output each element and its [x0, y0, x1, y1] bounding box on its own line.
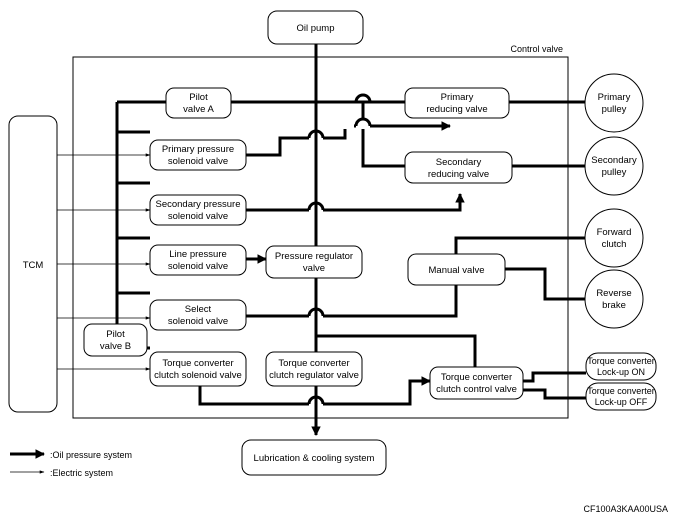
legend: :Oil pressure system :Electric system — [10, 449, 132, 478]
reverse-brake-circle: Reverse brake — [584, 269, 644, 329]
svg-text:Line pressure: Line pressure — [169, 249, 227, 260]
svg-text:Secondary: Secondary — [436, 157, 482, 168]
svg-text:Torque converter: Torque converter — [587, 386, 655, 396]
image-code-label: CF100A3KAA00USA — [583, 504, 668, 514]
secondary-pulley-circle: Secondary pulley — [584, 136, 644, 196]
svg-text:reducing valve: reducing valve — [426, 104, 487, 115]
svg-text:Oil pump: Oil pump — [296, 23, 334, 34]
secondary-reducing-valve-box: Secondary reducing valve — [404, 151, 513, 184]
svg-text:Torque converter: Torque converter — [441, 372, 512, 383]
lockup-on-box: Torque converter Lock-up ON — [585, 352, 657, 381]
svg-text:Forward: Forward — [597, 227, 632, 238]
svg-text::Electric system: :Electric system — [50, 468, 113, 478]
svg-text:solenoid valve: solenoid valve — [168, 261, 228, 272]
svg-text:Lubrication & cooling system: Lubrication & cooling system — [254, 453, 375, 464]
manual-valve-box: Manual valve — [407, 253, 506, 286]
primary-reducing-valve-box: Primary reducing valve — [404, 87, 510, 119]
svg-text:valve A: valve A — [183, 104, 214, 115]
svg-text:Torque converter: Torque converter — [587, 356, 655, 366]
tcc-control-valve-box: Torque converter clutch control valve — [429, 366, 524, 400]
svg-text:Secondary pressure: Secondary pressure — [155, 199, 240, 210]
svg-text:solenoid valve: solenoid valve — [168, 156, 228, 167]
svg-text:clutch control valve: clutch control valve — [436, 384, 517, 395]
svg-text:clutch: clutch — [602, 239, 627, 250]
svg-text:clutch solenoid valve: clutch solenoid valve — [154, 370, 242, 381]
svg-text:clutch regulator valve: clutch regulator valve — [269, 370, 359, 381]
svg-text:Primary: Primary — [441, 92, 474, 103]
svg-text:Pressure regulator: Pressure regulator — [275, 251, 353, 262]
svg-text:Select: Select — [185, 304, 212, 315]
svg-text:Pilot: Pilot — [106, 329, 125, 340]
svg-text:Secondary: Secondary — [591, 155, 637, 166]
svg-text:Reverse: Reverse — [596, 288, 631, 299]
svg-text:Primary pressure: Primary pressure — [162, 144, 234, 155]
tcc-solenoid-box: Torque converter clutch solenoid valve — [149, 351, 247, 387]
line-pressure-solenoid-box: Line pressure solenoid valve — [149, 244, 247, 276]
svg-text:valve B: valve B — [100, 341, 131, 352]
pressure-regulator-box: Pressure regulator valve — [265, 245, 363, 279]
svg-text:Primary: Primary — [598, 92, 631, 103]
svg-text:TCM: TCM — [23, 260, 44, 271]
svg-text:Lock-up ON: Lock-up ON — [597, 367, 645, 377]
electric-lines — [57, 153, 151, 371]
primary-pulley-circle: Primary pulley — [584, 73, 644, 133]
lockup-off-box: Torque converter Lock-up OFF — [585, 382, 657, 411]
svg-text:brake: brake — [602, 300, 626, 311]
select-solenoid-box: Select solenoid valve — [149, 299, 247, 331]
tcc-regulator-box: Torque converter clutch regulator valve — [265, 351, 363, 387]
svg-text:solenoid valve: solenoid valve — [168, 316, 228, 327]
control-valve-label: Control valve — [510, 44, 563, 54]
svg-text:reducing valve: reducing valve — [428, 169, 489, 180]
svg-text:pulley: pulley — [602, 167, 627, 178]
svg-text:Torque converter: Torque converter — [278, 358, 349, 369]
svg-text:solenoid valve: solenoid valve — [168, 211, 228, 222]
pilot-valve-b-box: Pilot valve B — [83, 323, 148, 357]
secondary-pressure-solenoid-box: Secondary pressure solenoid valve — [149, 194, 247, 226]
svg-text:pulley: pulley — [602, 104, 627, 115]
forward-clutch-circle: Forward clutch — [584, 208, 644, 268]
svg-text::Oil pressure system: :Oil pressure system — [50, 450, 132, 460]
pilot-valve-a-box: Pilot valve A — [165, 87, 232, 119]
svg-text:Torque converter: Torque converter — [162, 358, 233, 369]
primary-pressure-solenoid-box: Primary pressure solenoid valve — [149, 139, 247, 171]
oil-pump-box: Oil pump — [267, 10, 364, 45]
svg-text:Pilot: Pilot — [189, 92, 208, 103]
lubrication-cooling-box: Lubrication & cooling system — [241, 439, 387, 476]
svg-text:Lock-up OFF: Lock-up OFF — [595, 397, 648, 407]
svg-text:valve: valve — [303, 263, 325, 274]
svg-text:Manual valve: Manual valve — [429, 265, 485, 276]
tcm-box: TCM — [8, 115, 58, 413]
